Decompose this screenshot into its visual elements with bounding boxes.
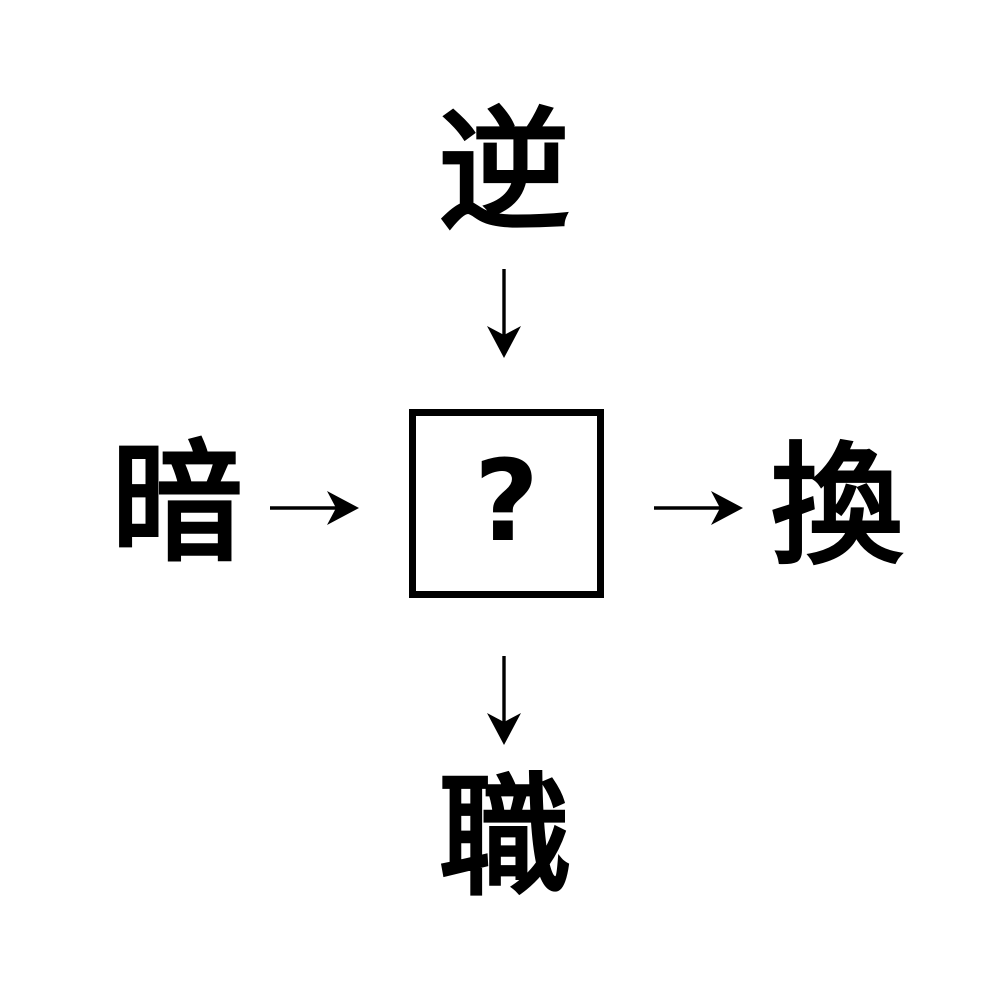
kanji-top: 逆	[438, 95, 570, 249]
arrow-right-right-icon	[654, 491, 743, 525]
kanji-right: 換	[771, 430, 903, 584]
answer-box[interactable]: ?	[409, 409, 604, 598]
arrow-right-left-icon	[270, 491, 359, 525]
kanji-bottom: 職	[439, 761, 571, 915]
question-mark-label: ?	[474, 436, 539, 567]
arrow-down-bottom-icon	[487, 656, 521, 745]
arrow-down-top-icon	[487, 269, 521, 358]
kanji-left: 暗	[111, 427, 243, 581]
